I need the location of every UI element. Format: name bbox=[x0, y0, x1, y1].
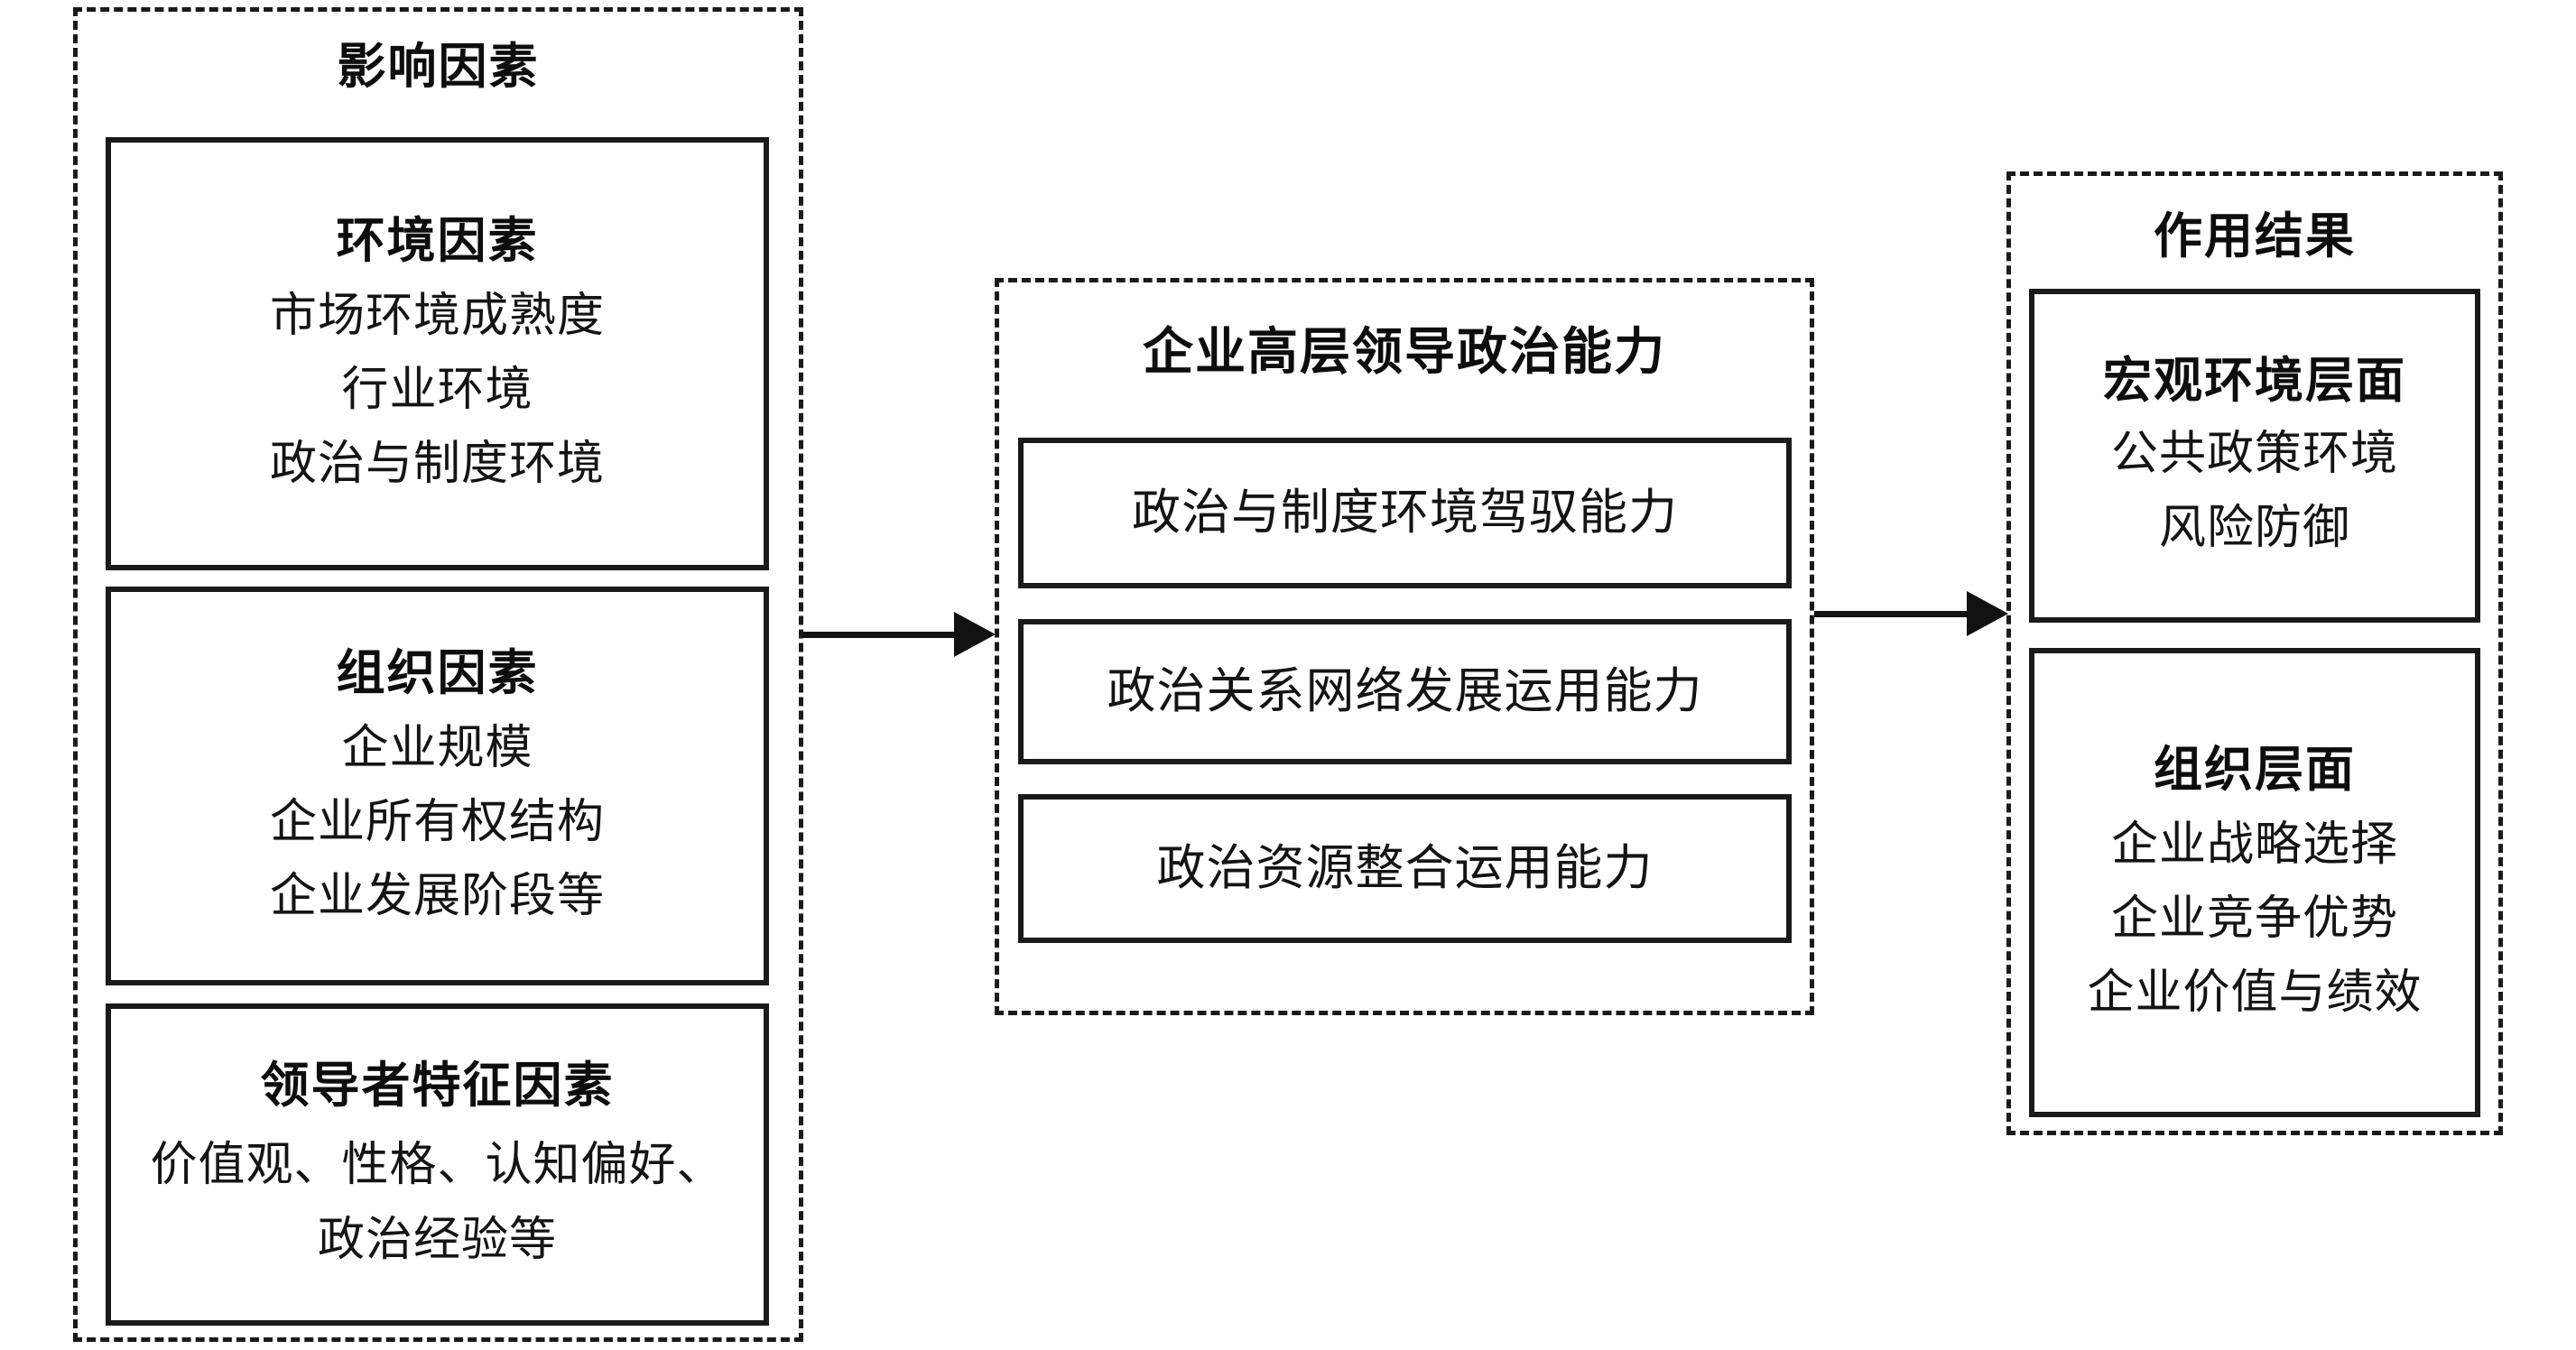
box-line-strategy-choice: 企业战略选择 bbox=[2110, 819, 2398, 872]
box-label-political-institutional-capability: 政治与制度环境驾驭能力 bbox=[1132, 485, 1678, 540]
box-line-risk-defense: 风险防御 bbox=[2158, 502, 2350, 554]
group-outcomes: 作用结果 bbox=[2006, 171, 2503, 1135]
arrow-right-icon bbox=[1967, 591, 2008, 636]
group-political-capability: 企业高层领导政治能力 bbox=[995, 278, 1814, 1015]
box-line-ownership-structure: 企业所有权结构 bbox=[269, 797, 605, 849]
group-title-political-capability: 企业高层领导政治能力 bbox=[1143, 325, 1666, 381]
group-influencing-factors: 影响因素 bbox=[73, 7, 803, 1342]
box-label-political-resource-capability: 政治资源整合运用能力 bbox=[1156, 840, 1654, 895]
group-title-influencing-factors: 影响因素 bbox=[337, 40, 540, 94]
box-political-institutional-capability: 政治与制度环境驾驭能力 bbox=[1018, 438, 1792, 588]
box-line-political-experience: 政治经验等 bbox=[317, 1215, 557, 1267]
box-title-organizational-level: 组织层面 bbox=[2154, 742, 2356, 797]
arrow-right-icon bbox=[954, 612, 996, 657]
box-line-political-institutional-environment: 政治与制度环境 bbox=[269, 438, 605, 490]
box-leader-trait-factors: 领导者特征因素 价值观、性格、认知偏好、 政治经验等 bbox=[106, 1003, 769, 1326]
box-line-competitive-advantage: 企业竞争优势 bbox=[2110, 893, 2398, 946]
box-political-network-capability: 政治关系网络发展运用能力 bbox=[1018, 619, 1792, 764]
box-title-leader-trait-factors: 领导者特征因素 bbox=[260, 1059, 615, 1114]
box-line-development-stage: 企业发展阶段等 bbox=[269, 870, 605, 922]
box-organizational-level: 组织层面 企业战略选择 企业竞争优势 企业价值与绩效 bbox=[2029, 648, 2480, 1117]
box-label-political-network-capability: 政治关系网络发展运用能力 bbox=[1107, 663, 1703, 718]
box-organizational-factors: 组织因素 企业规模 企业所有权结构 企业发展阶段等 bbox=[106, 587, 769, 985]
box-title-environmental-factors: 环境因素 bbox=[336, 213, 539, 268]
box-line-market-maturity: 市场环境成熟度 bbox=[269, 291, 605, 343]
box-macro-environment-level: 宏观环境层面 公共政策环境 风险防御 bbox=[2029, 289, 2480, 623]
arrow-shaft bbox=[803, 632, 961, 638]
box-title-organizational-factors: 组织因素 bbox=[336, 645, 539, 700]
box-line-value-and-performance: 企业价值与绩效 bbox=[2087, 966, 2423, 1019]
box-line-public-policy-environment: 公共政策环境 bbox=[2110, 429, 2398, 481]
box-line-values-personality-cognition: 价值观、性格、认知偏好、 bbox=[150, 1139, 725, 1191]
box-title-macro-environment-level: 宏观环境层面 bbox=[2103, 353, 2406, 408]
box-environmental-factors: 环境因素 市场环境成熟度 行业环境 政治与制度环境 bbox=[106, 137, 769, 570]
group-title-outcomes: 作用结果 bbox=[2154, 209, 2356, 264]
box-line-industry-environment: 行业环境 bbox=[341, 365, 533, 417]
box-line-firm-size: 企业规模 bbox=[341, 723, 533, 775]
arrow-shaft bbox=[1814, 611, 1972, 617]
box-political-resource-capability: 政治资源整合运用能力 bbox=[1018, 794, 1792, 943]
